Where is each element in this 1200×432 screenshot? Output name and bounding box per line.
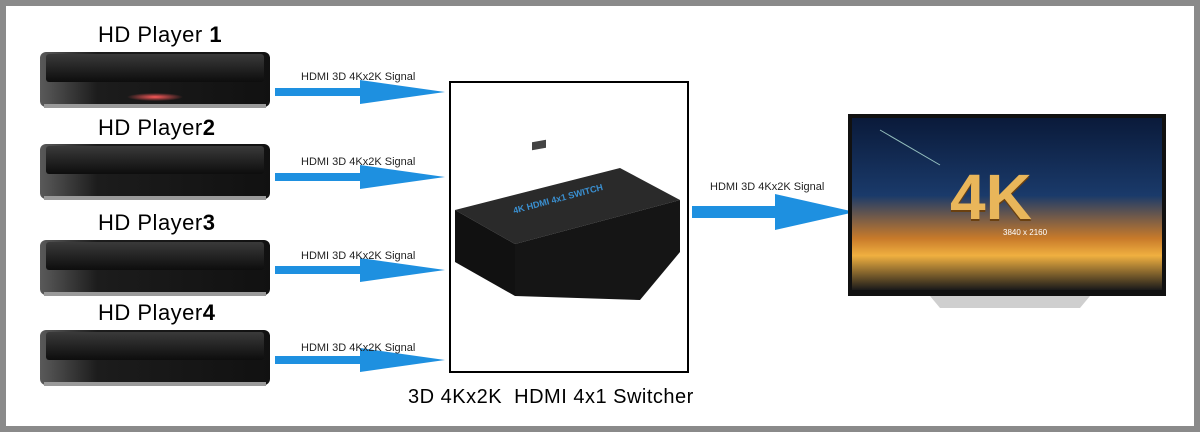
player-title-4: HD Player4 (98, 300, 216, 326)
output-arrow (692, 194, 855, 230)
input-arrow-1 (275, 80, 445, 104)
signal-label-3: HDMI 3D 4Kx2K Signal (301, 250, 416, 262)
output-signal-label: HDMI 3D 4Kx2K Signal (710, 181, 825, 193)
switcher-caption: 3D 4Kx2K HDMI 4x1 Switcher (408, 386, 694, 408)
hd-player-4 (40, 330, 270, 386)
player-name: HD Player (98, 300, 203, 325)
input-arrow-2 (275, 165, 445, 189)
player-title-2: HD Player2 (98, 115, 216, 141)
tv-resolution-label: 3840 x 2160 (1003, 228, 1048, 237)
switcher-device (455, 139, 680, 300)
player-title-1: HD Player 1 (98, 22, 222, 48)
player-number: 1 (209, 22, 223, 47)
player-title-3: HD Player3 (98, 210, 216, 236)
player-number: 3 (202, 210, 216, 235)
hd-player-3 (40, 240, 270, 296)
signal-label-1: HDMI 3D 4Kx2K Signal (301, 71, 416, 83)
hd-player-1 (40, 52, 270, 108)
input-arrow-3 (275, 258, 445, 282)
input-arrow-4 (275, 348, 445, 372)
player-name: HD Player (98, 210, 203, 235)
tv (848, 114, 1166, 308)
signal-label-2: HDMI 3D 4Kx2K Signal (301, 156, 416, 168)
tv-4k-badge: 4K (950, 161, 1032, 233)
player-number: 4 (202, 300, 216, 325)
player-name: HD Player (98, 22, 203, 47)
player-name: HD Player (98, 115, 203, 140)
hd-player-2 (40, 144, 270, 200)
player-number: 2 (202, 115, 216, 140)
signal-label-4: HDMI 3D 4Kx2K Signal (301, 342, 416, 354)
